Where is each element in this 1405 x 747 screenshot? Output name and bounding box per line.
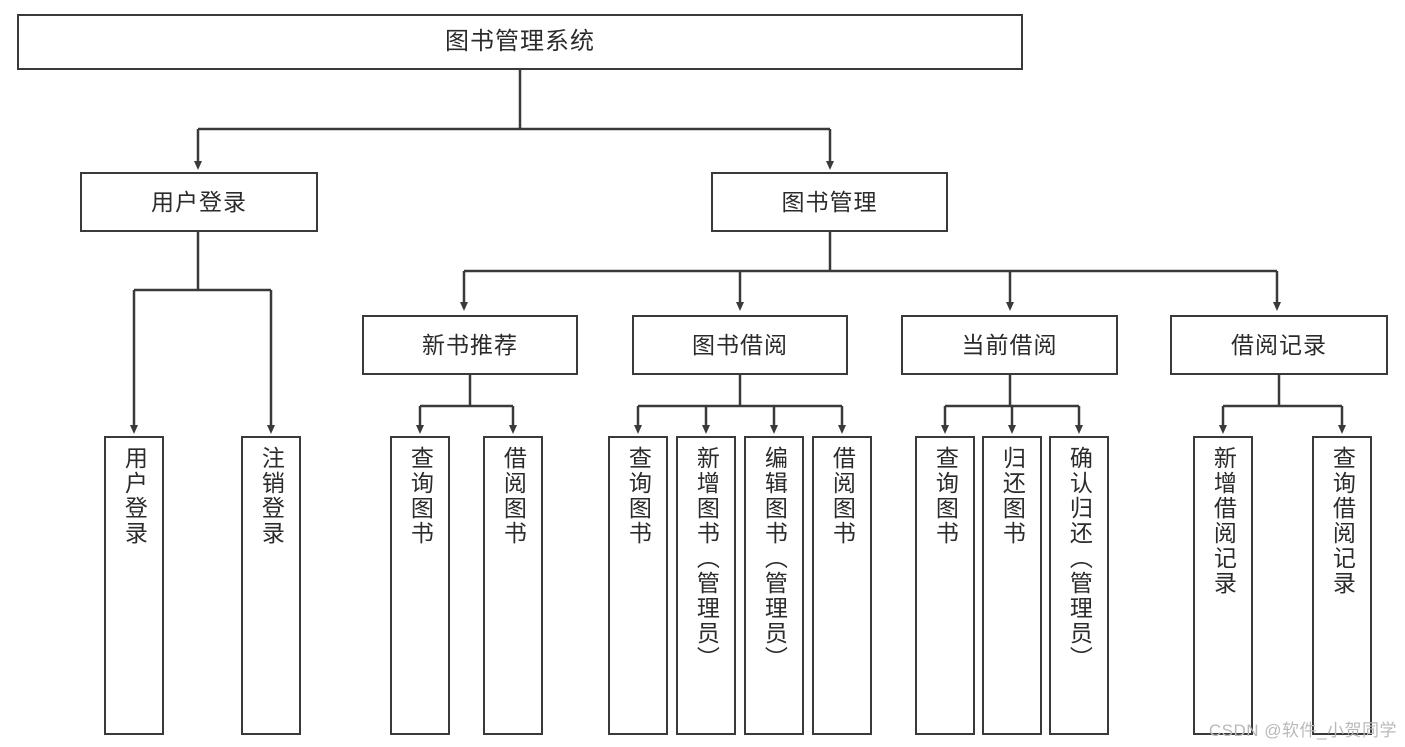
- leaf-current-query-book-label: 查询图书: [932, 446, 959, 546]
- node-new-book-recommend-label: 新书推荐: [422, 331, 518, 358]
- leaf-borrow-add-book[interactable]: 新增图书（管理员）: [676, 436, 736, 735]
- node-new-book-recommend[interactable]: 新书推荐: [362, 315, 578, 375]
- leaf-borrow-edit-book-label: 编辑图书（管理员）: [761, 446, 788, 671]
- leaf-current-query-book[interactable]: 查询图书: [915, 436, 975, 735]
- leaf-user-login-label: 用户登录: [121, 446, 148, 546]
- node-book-borrow-label: 图书借阅: [692, 331, 788, 358]
- leaf-user-login[interactable]: 用户登录: [104, 436, 164, 735]
- node-root-label: 图书管理系统: [445, 28, 595, 55]
- node-borrow-record[interactable]: 借阅记录: [1170, 315, 1388, 375]
- leaf-borrow-query-book[interactable]: 查询图书: [608, 436, 668, 735]
- leaf-record-add-label: 新增借阅记录: [1210, 446, 1237, 596]
- node-user-login-label: 用户登录: [151, 188, 247, 215]
- node-book-borrow[interactable]: 图书借阅: [632, 315, 848, 375]
- leaf-current-confirm-return[interactable]: 确认归还（管理员）: [1049, 436, 1109, 735]
- node-current-borrow-label: 当前借阅: [961, 331, 1058, 358]
- leaf-borrow-query-book-label: 查询图书: [625, 446, 652, 546]
- node-borrow-record-label: 借阅记录: [1231, 331, 1327, 358]
- leaf-new-book-borrow[interactable]: 借阅图书: [483, 436, 543, 735]
- node-root[interactable]: 图书管理系统: [17, 14, 1023, 70]
- leaf-borrow-add-book-label: 新增图书（管理员）: [693, 446, 720, 671]
- leaf-logout[interactable]: 注销登录: [241, 436, 301, 735]
- node-current-borrow[interactable]: 当前借阅: [901, 315, 1118, 375]
- leaf-record-query[interactable]: 查询借阅记录: [1312, 436, 1372, 735]
- leaf-current-confirm-return-label: 确认归还（管理员）: [1066, 446, 1093, 671]
- leaf-borrow-borrow-book[interactable]: 借阅图书: [812, 436, 872, 735]
- leaf-borrow-borrow-book-label: 借阅图书: [829, 446, 856, 546]
- leaf-current-return-book-label: 归还图书: [999, 446, 1026, 546]
- leaf-current-return-book[interactable]: 归还图书: [982, 436, 1042, 735]
- leaf-new-book-query[interactable]: 查询图书: [390, 436, 450, 735]
- leaf-new-book-query-label: 查询图书: [407, 446, 434, 546]
- node-book-management[interactable]: 图书管理: [711, 172, 948, 232]
- node-book-management-label: 图书管理: [781, 188, 878, 215]
- leaf-record-add[interactable]: 新增借阅记录: [1193, 436, 1253, 735]
- node-user-login[interactable]: 用户登录: [80, 172, 318, 232]
- leaf-record-query-label: 查询借阅记录: [1329, 446, 1356, 596]
- leaf-new-book-borrow-label: 借阅图书: [500, 446, 527, 546]
- leaf-logout-label: 注销登录: [258, 446, 285, 546]
- leaf-borrow-edit-book[interactable]: 编辑图书（管理员）: [744, 436, 804, 735]
